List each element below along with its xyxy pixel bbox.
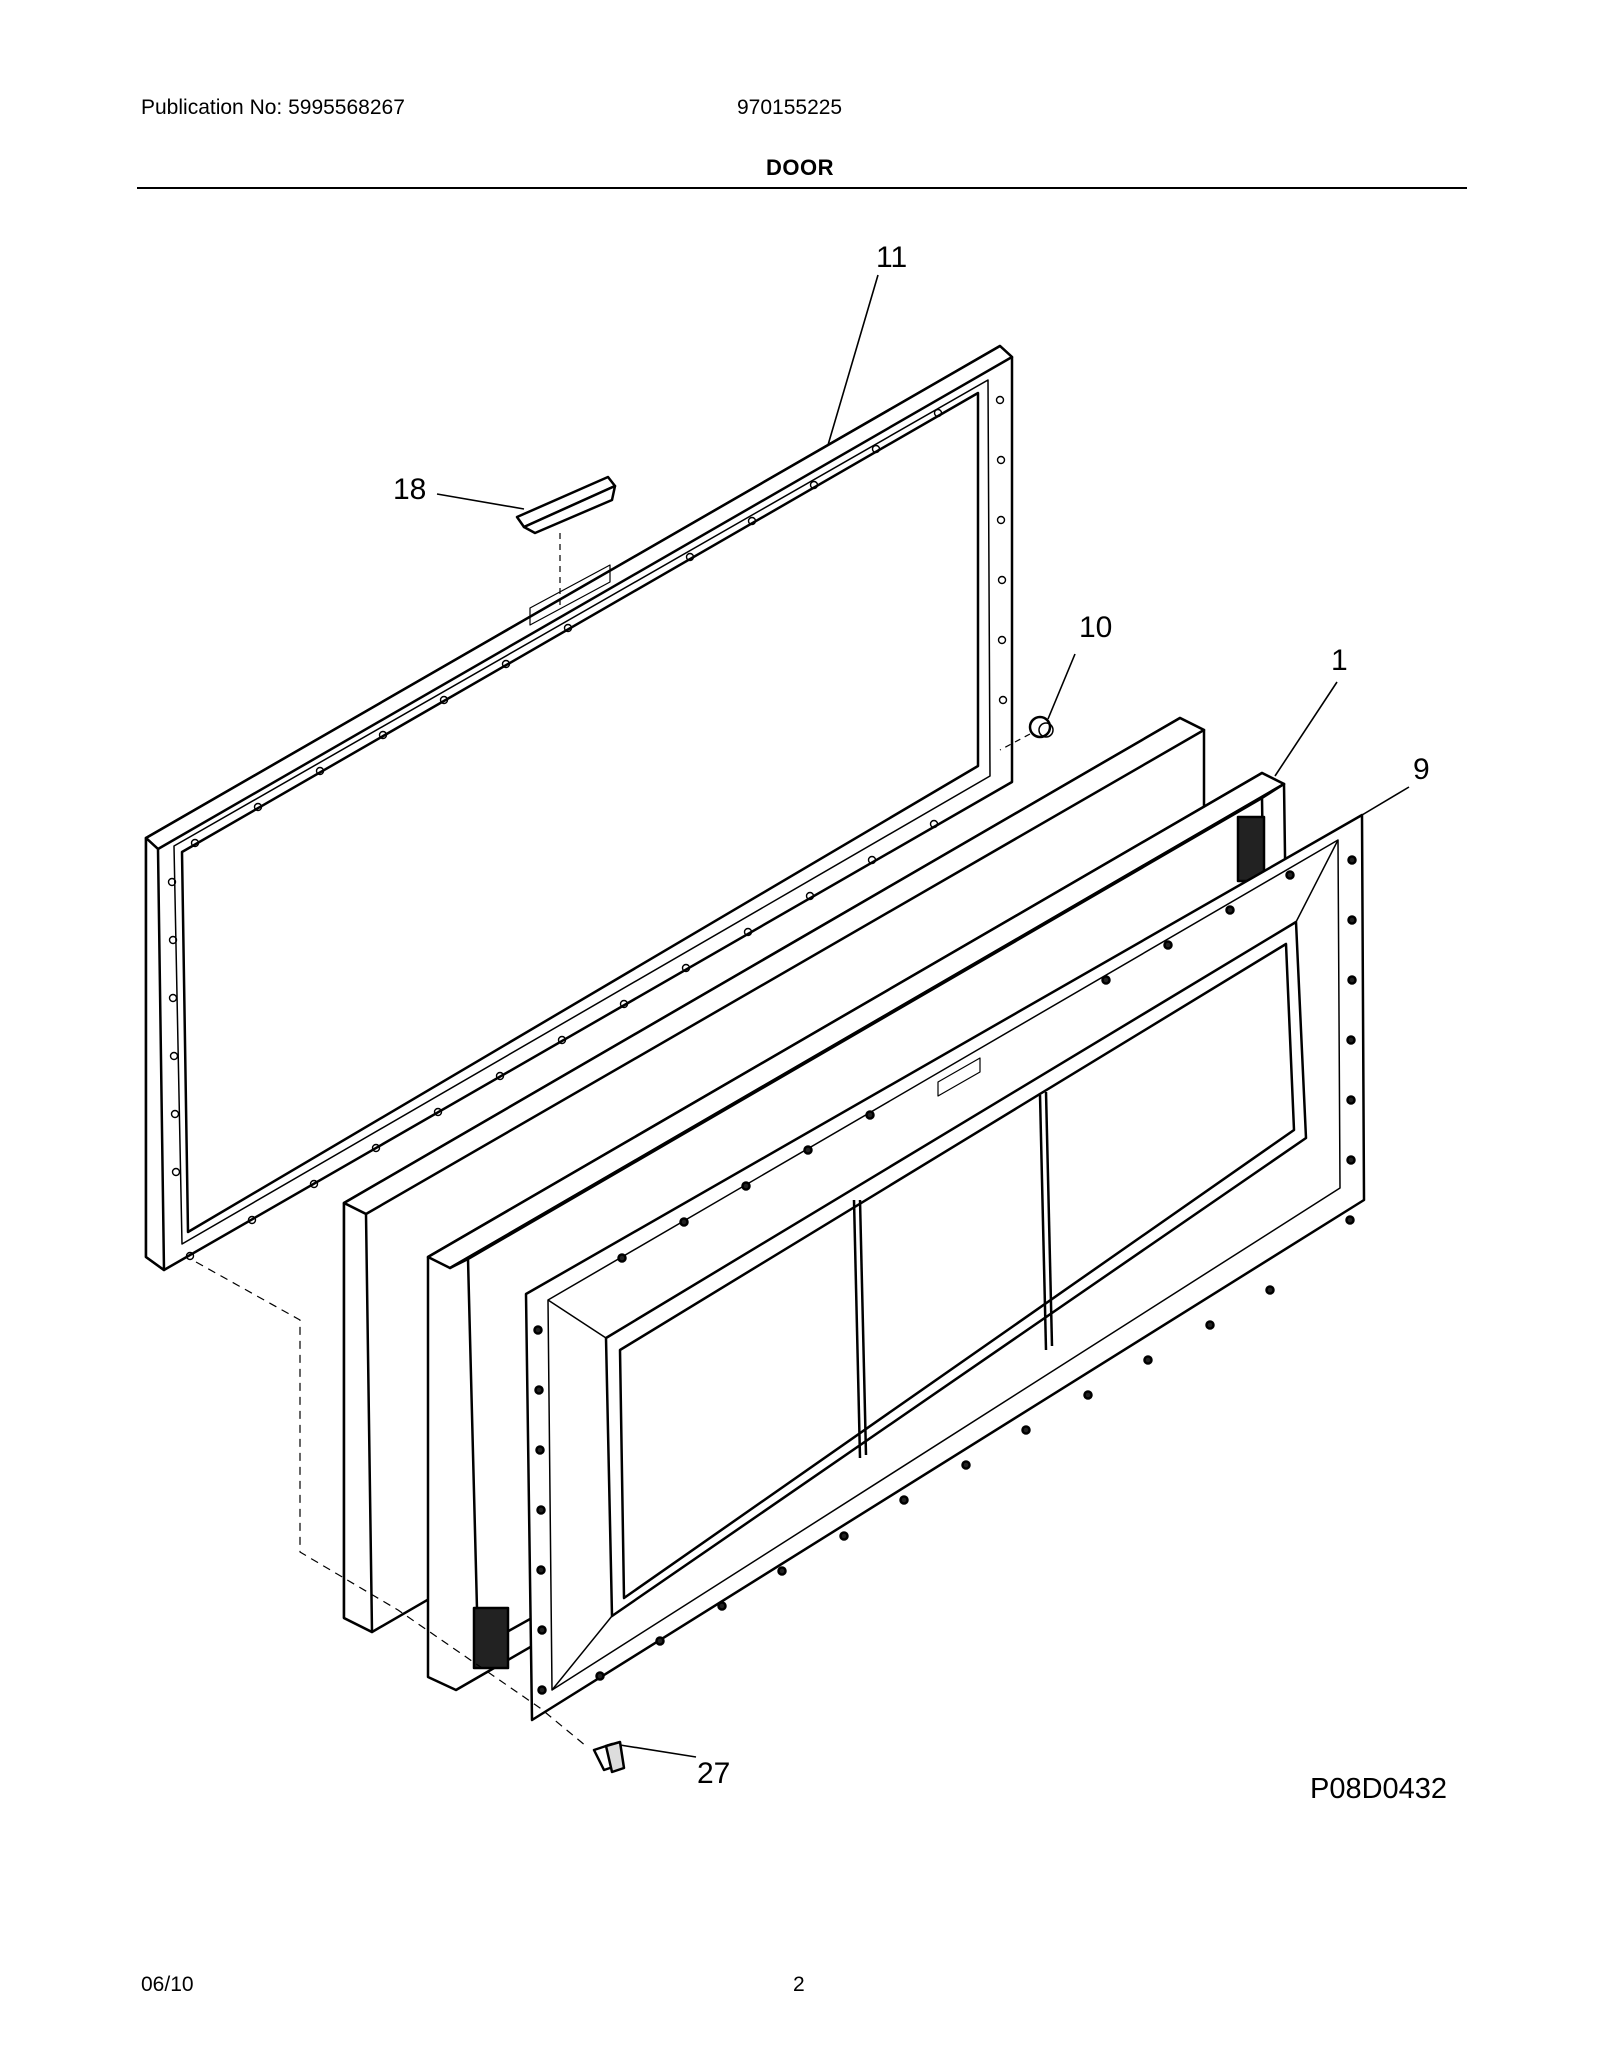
part-10-screw [999, 715, 1054, 751]
callout-27: 27 [697, 1757, 730, 1790]
header-divider [137, 187, 1467, 189]
page-title: DOOR [766, 155, 834, 180]
callout-9: 9 [1413, 753, 1430, 786]
callout-1: 1 [1331, 644, 1348, 677]
part-18-handle-clip [515, 475, 617, 606]
figure-code: P08D0432 [1310, 1773, 1448, 1805]
part-11-door-outer-panel [144, 344, 1014, 1272]
model-number: 970155225 [737, 96, 843, 119]
page-number: 2 [793, 1973, 805, 1996]
callout-10: 10 [1079, 611, 1112, 644]
part-9-door-liner [524, 813, 1366, 1722]
part-27-plug [592, 1740, 626, 1774]
footer-date: 06/10 [141, 1973, 194, 1996]
callout-11: 11 [876, 241, 907, 274]
publication-number: Publication No: 5995568267 [141, 96, 405, 119]
callout-18: 18 [393, 473, 426, 506]
